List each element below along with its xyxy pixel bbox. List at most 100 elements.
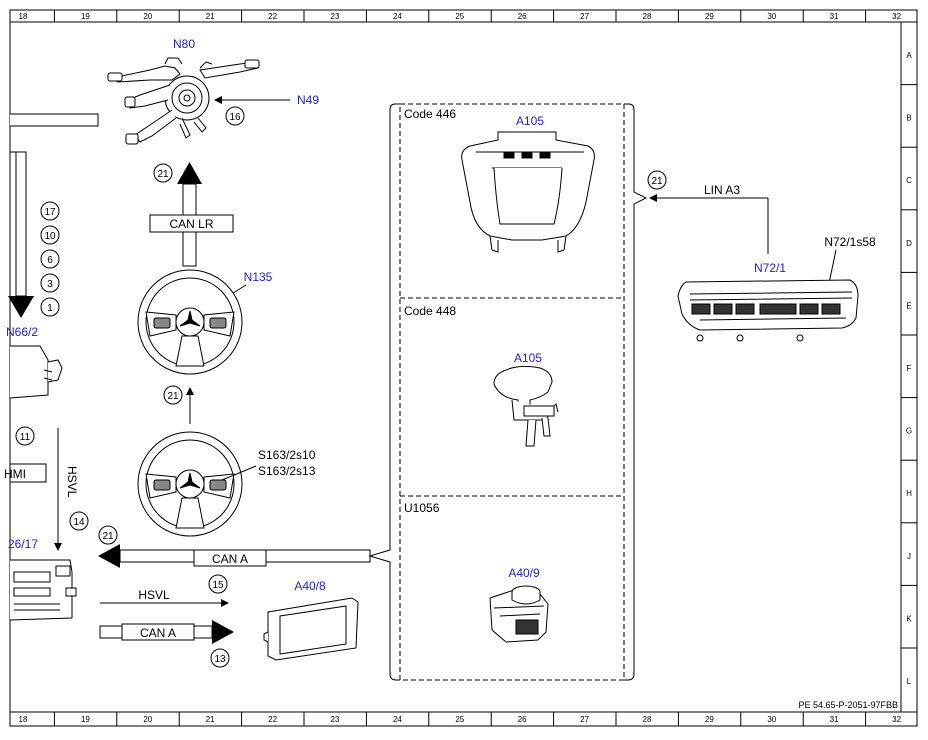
column-label-bottom: 32 xyxy=(892,715,901,724)
a40-8-label: A40/8 xyxy=(294,579,326,593)
svg-text:14: 14 xyxy=(73,517,85,528)
column-label-bottom: 26 xyxy=(518,715,527,724)
column-label-top: 31 xyxy=(830,12,839,21)
callout-16: 16 xyxy=(225,106,245,126)
n135-steering-wheel-drawing xyxy=(137,269,243,375)
column-label-bottom: 27 xyxy=(580,715,589,724)
svg-text:1: 1 xyxy=(47,303,53,314)
n72-1-control-panel-drawing xyxy=(677,279,859,342)
can-a-lower-bus: CAN A xyxy=(99,620,234,644)
column-label-bottom: 22 xyxy=(268,715,277,724)
u1056-label: U1056 xyxy=(404,501,440,515)
callout-21-left: 21 xyxy=(98,525,118,545)
hsvl-vertical-label: HSVL xyxy=(65,466,79,498)
callout-11: 11 xyxy=(15,426,35,446)
hmi-label: HMI xyxy=(4,467,26,481)
svg-text:17: 17 xyxy=(44,207,56,218)
column-label-top: 18 xyxy=(19,12,28,21)
n49-label: N49 xyxy=(297,93,319,107)
n72-1s58-label: N72/1s58 xyxy=(824,235,876,249)
row-label: F xyxy=(907,364,912,373)
callout-1: 1 xyxy=(40,297,60,317)
row-label: H xyxy=(906,489,912,498)
svg-text:11: 11 xyxy=(20,432,31,443)
s163-steering-wheel-drawing xyxy=(137,431,243,537)
n26-17-label: 26/17 xyxy=(8,537,38,551)
column-label-top: 20 xyxy=(143,12,152,21)
row-label: E xyxy=(906,301,911,310)
column-label-bottom: 24 xyxy=(393,715,402,724)
variant-block xyxy=(399,103,625,681)
svg-text:CAN A: CAN A xyxy=(140,626,176,640)
a105-overhead-module-drawing xyxy=(461,131,595,253)
frame-border xyxy=(9,9,918,727)
a105-gear-selector-drawing xyxy=(493,365,559,447)
svg-text:21: 21 xyxy=(102,531,114,542)
a40-8-display-drawing xyxy=(263,597,359,661)
can-a-main-bus: CAN A xyxy=(98,544,371,568)
column-label-top: 25 xyxy=(455,12,464,21)
callout-15: 15 xyxy=(208,574,228,594)
svg-text:3: 3 xyxy=(47,279,53,290)
a40-9-controller-drawing xyxy=(489,585,549,643)
column-label-bottom: 23 xyxy=(331,715,340,724)
column-label-bottom: 19 xyxy=(81,715,90,724)
row-label: K xyxy=(906,614,912,623)
n26-17-module-drawing xyxy=(9,559,77,621)
hsvl-horizontal-label: HSVL xyxy=(138,588,170,602)
callout-3: 3 xyxy=(40,273,60,293)
svg-text:6: 6 xyxy=(47,255,53,266)
column-label-top: 29 xyxy=(705,12,714,21)
row-label: L xyxy=(907,677,912,686)
row-label: A xyxy=(906,51,912,60)
column-label-bottom: 29 xyxy=(705,715,714,724)
diagram-reference: PE 54.65-P-2051-97FBB xyxy=(798,700,898,710)
s163-label-2: S163/2s13 xyxy=(258,464,316,478)
column-label-bottom: 31 xyxy=(830,715,839,724)
n66-2-label: N66/2 xyxy=(6,325,38,339)
callout-17: 17 xyxy=(40,201,60,221)
callout-21-mid: 21 xyxy=(163,385,183,405)
a105-code446-label: A105 xyxy=(516,114,544,128)
column-label-top: 21 xyxy=(206,12,215,21)
column-label-bottom: 25 xyxy=(455,715,464,724)
column-label-top: 27 xyxy=(580,12,589,21)
can-lr-label: CAN LR xyxy=(169,217,213,231)
callout-10: 10 xyxy=(40,225,60,245)
lin-a3-label: LIN A3 xyxy=(704,183,740,197)
callout-6: 6 xyxy=(40,249,60,269)
n135-label: N135 xyxy=(244,270,273,284)
row-label: C xyxy=(906,176,912,185)
row-label: G xyxy=(906,427,912,436)
n72-1-label: N72/1 xyxy=(754,261,786,275)
column-label-top: 22 xyxy=(268,12,277,21)
svg-text:16: 16 xyxy=(229,112,241,123)
svg-text:21: 21 xyxy=(167,391,179,402)
column-label-top: 28 xyxy=(643,12,652,21)
column-label-bottom: 30 xyxy=(767,715,776,724)
row-label: J xyxy=(907,552,911,561)
column-label-top: 30 xyxy=(767,12,776,21)
callout-21-right: 21 xyxy=(647,170,667,190)
row-label: B xyxy=(906,114,911,123)
svg-text:21: 21 xyxy=(157,169,169,180)
n80-column-module-drawing xyxy=(107,57,260,145)
row-label: D xyxy=(906,239,912,248)
a105-code448-label: A105 xyxy=(514,351,542,365)
callout-21-top: 21 xyxy=(153,163,173,183)
s163-label-1: S163/2s10 xyxy=(258,448,316,462)
svg-text:10: 10 xyxy=(44,231,56,242)
n66-2-module-drawing xyxy=(9,345,63,399)
svg-text:CAN A: CAN A xyxy=(212,552,248,566)
column-label-top: 26 xyxy=(518,12,527,21)
a40-9-label: A40/9 xyxy=(508,566,540,580)
column-label-top: 19 xyxy=(81,12,90,21)
svg-text:13: 13 xyxy=(214,654,226,665)
column-label-top: 24 xyxy=(393,12,402,21)
column-label-bottom: 28 xyxy=(643,715,652,724)
svg-text:21: 21 xyxy=(651,176,663,187)
n80-label: N80 xyxy=(173,37,195,51)
column-label-bottom: 20 xyxy=(143,715,152,724)
